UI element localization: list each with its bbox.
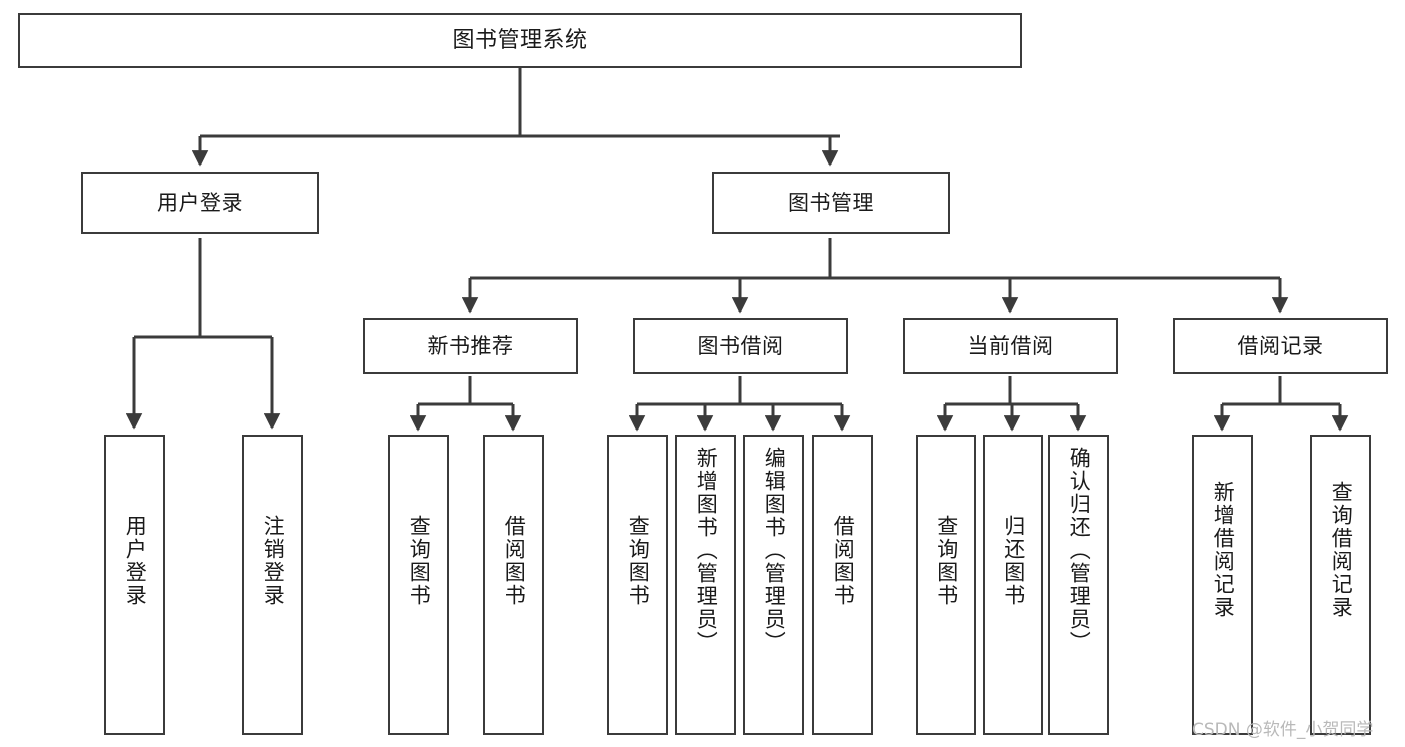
node-label: 查询借阅记录 xyxy=(1329,481,1354,619)
node-label: 新增借阅记录 xyxy=(1211,481,1236,619)
node-label: 查询图书 xyxy=(934,515,959,607)
node-label: 借阅图书 xyxy=(502,515,527,607)
node-label: 借阅记录 xyxy=(1237,333,1324,358)
leaf-current-borrow-return-books[interactable]: 归还图书 xyxy=(983,435,1043,735)
node-label: 当前借阅 xyxy=(967,333,1054,358)
leaf-book-borrow-query-books[interactable]: 查询图书 xyxy=(607,435,668,735)
csdn-watermark: CSDN @软件_小贺同学 xyxy=(1192,720,1374,740)
leaf-new-book-borrow-books[interactable]: 借阅图书 xyxy=(483,435,544,735)
node-label: 用户登录 xyxy=(123,515,148,607)
node-label: 确认归还（管理员） xyxy=(1067,447,1092,654)
node-book-borrow[interactable]: 图书借阅 xyxy=(633,318,848,374)
leaf-user-login-logout[interactable]: 注销登录 xyxy=(242,435,303,735)
leaf-user-login-login[interactable]: 用户登录 xyxy=(104,435,165,735)
node-label: 新书推荐 xyxy=(427,333,514,358)
node-borrow-record[interactable]: 借阅记录 xyxy=(1173,318,1388,374)
node-label: 查询图书 xyxy=(626,515,651,607)
node-label: 新增图书（管理员） xyxy=(694,447,719,654)
node-label: 注销登录 xyxy=(261,515,286,607)
leaf-current-borrow-query-books[interactable]: 查询图书 xyxy=(916,435,976,735)
node-label: 用户登录 xyxy=(157,190,243,215)
node-book-management[interactable]: 图书管理 xyxy=(712,172,950,234)
leaf-book-borrow-edit-book-admin[interactable]: 编辑图书（管理员） xyxy=(743,435,804,735)
node-label: 图书管理系统 xyxy=(452,27,588,53)
node-root-book-management-system[interactable]: 图书管理系统 xyxy=(18,13,1022,68)
leaf-book-borrow-borrow-books[interactable]: 借阅图书 xyxy=(812,435,873,735)
node-label: 归还图书 xyxy=(1001,515,1026,607)
node-label: 图书管理 xyxy=(788,190,874,215)
node-label: 编辑图书（管理员） xyxy=(762,447,787,654)
leaf-borrow-record-add-record[interactable]: 新增借阅记录 xyxy=(1192,435,1253,735)
node-current-borrow[interactable]: 当前借阅 xyxy=(903,318,1118,374)
leaf-book-borrow-add-book-admin[interactable]: 新增图书（管理员） xyxy=(675,435,736,735)
leaf-current-borrow-confirm-return-admin[interactable]: 确认归还（管理员） xyxy=(1048,435,1109,735)
node-label: 查询图书 xyxy=(407,515,432,607)
node-new-book-recommend[interactable]: 新书推荐 xyxy=(363,318,578,374)
leaf-borrow-record-query-record[interactable]: 查询借阅记录 xyxy=(1310,435,1371,735)
leaf-new-book-query-books[interactable]: 查询图书 xyxy=(388,435,449,735)
node-label: 借阅图书 xyxy=(831,515,856,607)
node-user-login[interactable]: 用户登录 xyxy=(81,172,319,234)
node-label: 图书借阅 xyxy=(697,333,784,358)
